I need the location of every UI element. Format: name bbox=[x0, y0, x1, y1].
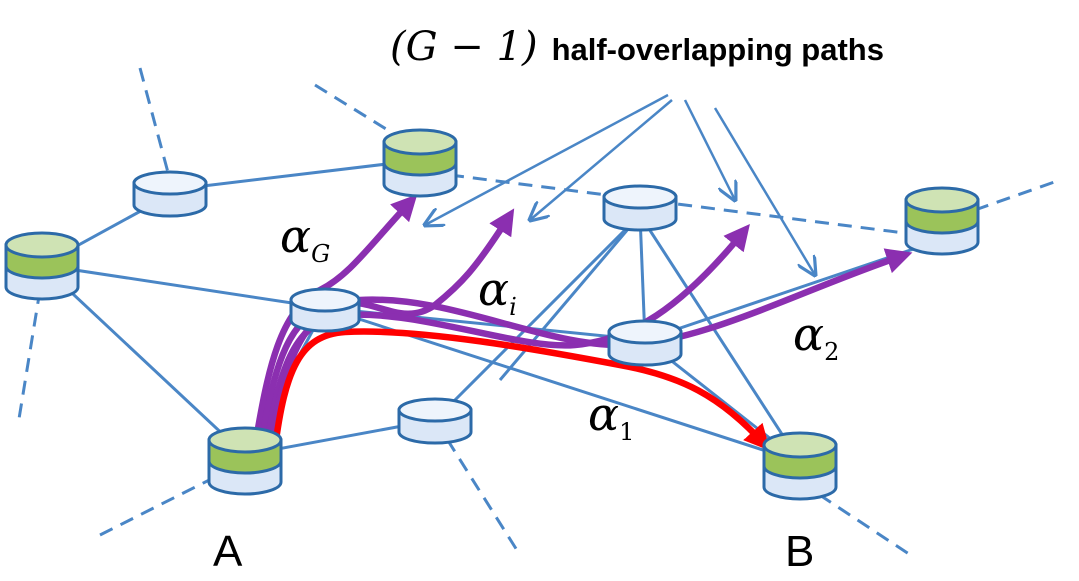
title-suffix: half-overlapping paths bbox=[552, 32, 884, 67]
title: (G − 1) half-overlapping paths bbox=[390, 24, 884, 70]
link bbox=[638, 214, 802, 463]
external-links bbox=[16, 67, 1061, 560]
pointer-arrow bbox=[683, 99, 735, 200]
storage-node-A bbox=[207, 426, 283, 496]
pointer-arrow bbox=[713, 107, 815, 275]
link bbox=[169, 158, 421, 192]
pointer-arrow bbox=[425, 93, 669, 225]
link bbox=[40, 263, 247, 457]
link bbox=[498, 214, 642, 381]
pointer-arrow bbox=[530, 99, 673, 220]
database-cylinder-icon bbox=[382, 128, 458, 198]
database-cylinder-icon bbox=[904, 186, 980, 256]
router-node bbox=[602, 184, 678, 232]
database-cylinder-icon bbox=[607, 319, 683, 367]
storage-node bbox=[904, 186, 980, 256]
node-label-B: B bbox=[785, 527, 814, 576]
database-cylinder-icon bbox=[207, 426, 283, 496]
label-alpha-G: αG bbox=[280, 209, 330, 268]
storage-node bbox=[382, 128, 458, 198]
router-node bbox=[607, 319, 683, 367]
external-link bbox=[16, 289, 42, 426]
router-node bbox=[289, 287, 361, 333]
label-alpha-2: α2 bbox=[793, 307, 839, 366]
label-alpha-i: αi bbox=[478, 262, 517, 321]
link bbox=[433, 213, 642, 422]
database-cylinder-icon bbox=[602, 184, 678, 232]
database-cylinder-icon bbox=[132, 170, 208, 218]
link bbox=[41, 263, 326, 310]
external-link bbox=[138, 67, 172, 181]
router-node bbox=[132, 170, 208, 218]
path-alpha-1 bbox=[271, 328, 771, 452]
network-nodes bbox=[4, 128, 980, 501]
storage-node bbox=[4, 231, 80, 301]
external-link bbox=[974, 178, 1061, 212]
external-link bbox=[449, 173, 921, 237]
database-cylinder-icon bbox=[4, 231, 80, 301]
router-node bbox=[397, 397, 473, 445]
database-cylinder-icon bbox=[397, 397, 473, 445]
node-label-A: A bbox=[213, 527, 243, 576]
link bbox=[638, 214, 647, 341]
external-link bbox=[99, 460, 246, 537]
path-alpha-i bbox=[258, 208, 515, 444]
title-prefix: (G − 1) bbox=[390, 24, 538, 70]
storage-node-B bbox=[762, 431, 838, 501]
database-cylinder-icon bbox=[762, 431, 838, 501]
label-alpha-1: α1 bbox=[588, 387, 634, 446]
database-cylinder-icon bbox=[289, 287, 361, 333]
pointer-arrows bbox=[425, 93, 815, 275]
